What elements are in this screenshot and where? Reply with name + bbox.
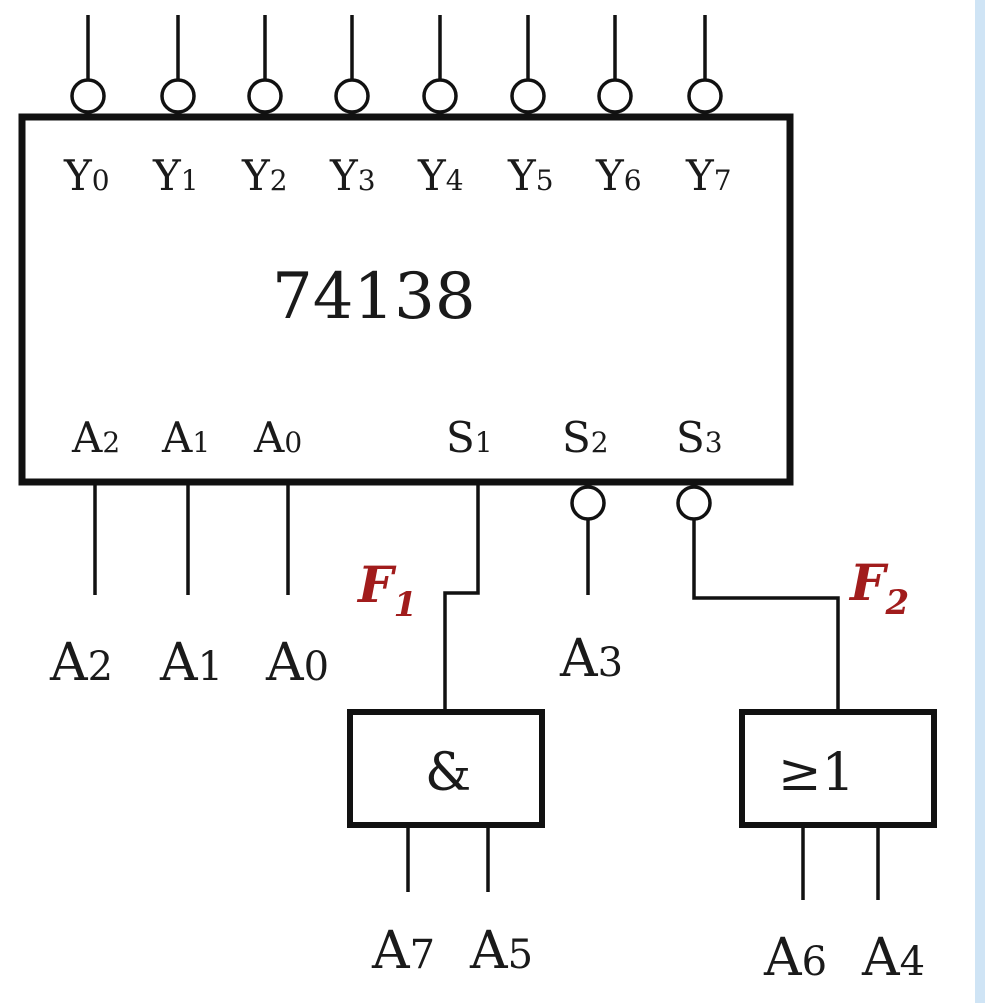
- ext-label-a0: A0: [265, 633, 329, 693]
- signal-label-f2: F2: [848, 553, 909, 623]
- output-label-y4: Y4: [417, 151, 464, 200]
- s3-inversion-bubble: [676, 485, 712, 521]
- y1-inversion-bubble: [160, 78, 196, 114]
- external-labels: A2 A1 A0 A3: [49, 629, 623, 693]
- y7-inversion-bubble: [687, 78, 723, 114]
- output-label-y2: Y2: [241, 151, 288, 200]
- ext-label-a1: A1: [159, 633, 223, 693]
- output-label-y0: Y0: [63, 151, 110, 200]
- input-labels: A2 A1 A0 S1 S2 S3: [71, 413, 723, 462]
- input-label-s1: S1: [446, 413, 493, 462]
- and-gate-body: [347, 709, 545, 828]
- input-label-a2: A2: [71, 413, 120, 462]
- y3-inversion-bubble: [334, 78, 370, 114]
- signal-label-f1: F1: [356, 555, 417, 625]
- input-label-s3: S3: [676, 413, 723, 462]
- or-gate-symbol: ≥1: [778, 743, 855, 803]
- y6-inversion-bubble: [597, 78, 633, 114]
- right-edge-strip: [975, 0, 985, 1003]
- input-label-a1: A1: [161, 413, 210, 462]
- or-gate: ≥1 A6 A4: [739, 709, 937, 988]
- output-label-y3: Y3: [329, 151, 376, 200]
- output-label-y5: Y5: [507, 151, 554, 200]
- input-label-s2: S2: [562, 413, 609, 462]
- s1-f1-wire: [443, 485, 480, 712]
- or-gate-body: [739, 709, 937, 828]
- ext-label-a2: A2: [49, 633, 113, 693]
- chip-name: 74138: [272, 260, 476, 334]
- output-pins: [70, 15, 723, 114]
- or-input-label-a4: A4: [861, 928, 925, 988]
- ext-label-a3: A3: [559, 629, 623, 689]
- or-input-label-a6: A6: [763, 928, 827, 988]
- y5-inversion-bubble: [510, 78, 546, 114]
- y2-inversion-bubble: [247, 78, 283, 114]
- y0-inversion-bubble: [70, 78, 106, 114]
- address-pins: [93, 485, 290, 595]
- output-labels: Y0 Y1 Y2 Y3 Y4 Y5 Y6 Y7: [63, 151, 732, 200]
- input-label-a0: A0: [253, 413, 302, 462]
- s2-inversion-bubble: [570, 485, 606, 521]
- and-input-label-a7: A7: [371, 921, 435, 981]
- output-label-y1: Y1: [152, 151, 199, 200]
- output-label-y6: Y6: [595, 151, 642, 200]
- y4-inversion-bubble: [422, 78, 458, 114]
- and-gate: & A7 A5: [347, 709, 545, 981]
- decoder-chip-body: [18, 113, 794, 486]
- s3-f2-wire: [692, 519, 840, 712]
- and-gate-symbol: &: [425, 743, 471, 803]
- and-input-label-a5: A5: [469, 921, 533, 981]
- output-label-y7: Y7: [685, 151, 732, 200]
